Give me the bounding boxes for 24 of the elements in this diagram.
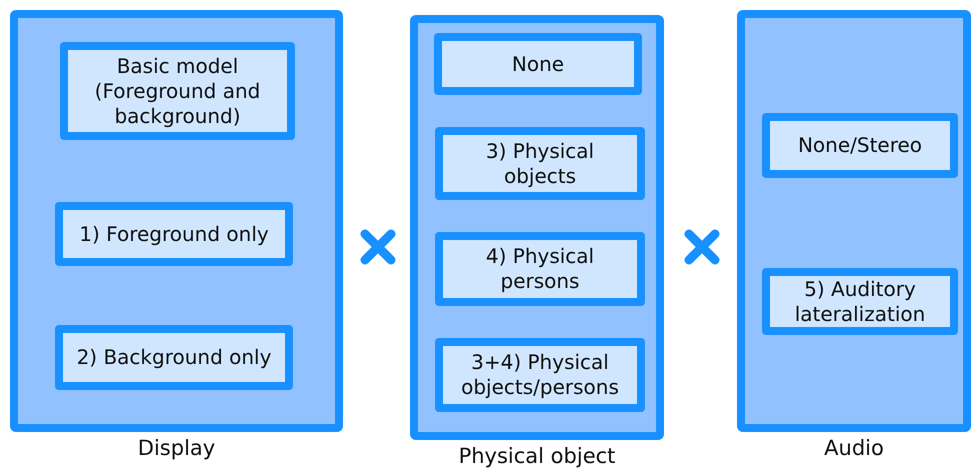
option-label: None/Stereo <box>796 133 924 158</box>
option-label: 5) Auditory lateralization <box>794 276 926 326</box>
option-label: Basic model (Foreground and background) <box>94 54 262 128</box>
option-label: 3) Physical objects <box>484 138 596 188</box>
option-box <box>435 232 645 306</box>
panel <box>410 15 664 440</box>
option-box <box>434 33 642 95</box>
option-box <box>60 42 295 140</box>
column-caption: Physical object <box>458 444 616 468</box>
option-box <box>435 127 645 200</box>
option-box <box>55 325 293 390</box>
option-label: 3+4) Physical objects/persons <box>460 350 620 400</box>
option-label: None <box>510 52 566 76</box>
option-label: 1) Foreground only <box>78 222 270 246</box>
option-box <box>435 338 645 412</box>
panel <box>10 10 343 432</box>
option-label: 2) Background only <box>76 345 272 370</box>
option-label: 4) Physical persons <box>484 244 596 294</box>
column-caption: Display <box>138 436 216 460</box>
option-box <box>55 202 293 266</box>
option-box <box>762 268 958 335</box>
column-caption: Audio <box>824 436 884 460</box>
option-box <box>762 113 958 178</box>
panel <box>737 10 971 432</box>
